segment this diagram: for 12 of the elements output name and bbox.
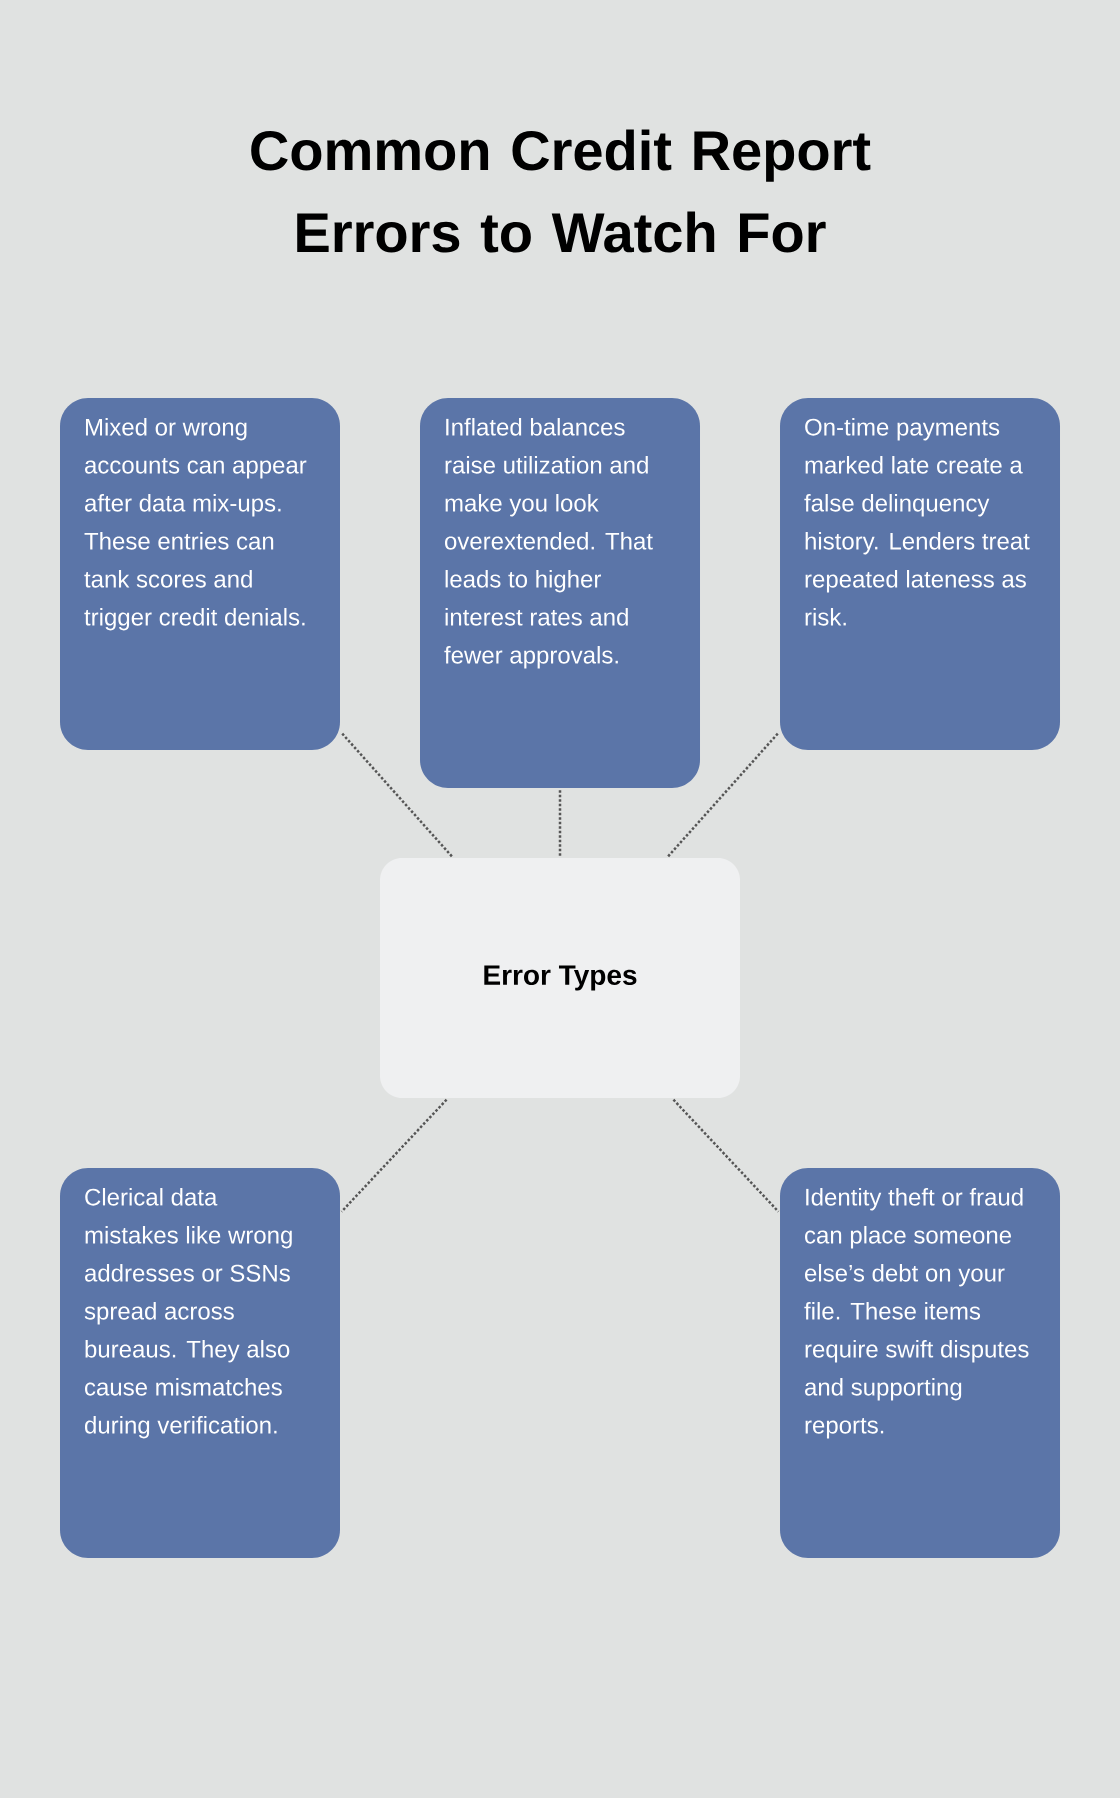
text-card: Identity theft or fraud can place someone else’s debt on your file. These items require swift disputes and supporting reports.	[780, 1168, 1060, 1558]
connector-line	[672, 1098, 780, 1213]
connector-line	[667, 731, 780, 858]
center-box: Error Types	[380, 858, 740, 1098]
text-card: Mixed or wrong accounts can appear after data mix-ups. These entries can tank scores and trigger credit denials.	[60, 398, 340, 750]
connector-line	[340, 1098, 448, 1213]
connector-line	[340, 731, 453, 858]
text-card: On-time payments marked late create a false delinquency history. Lenders treat repeated lateness as risk.	[780, 398, 1060, 750]
text-card: Clerical data mistakes like wrong addresses or SSNs spread across bureaus. They also cause mismatches during verification.	[60, 1168, 340, 1558]
text-card: Inflated balances raise utilization and make you look overextended. That leads to higher interest rates and fewer approvals.	[420, 398, 700, 788]
title: Common Credit Report Errors to Watch For	[251, 129, 871, 253]
connector-line	[558, 790, 562, 856]
